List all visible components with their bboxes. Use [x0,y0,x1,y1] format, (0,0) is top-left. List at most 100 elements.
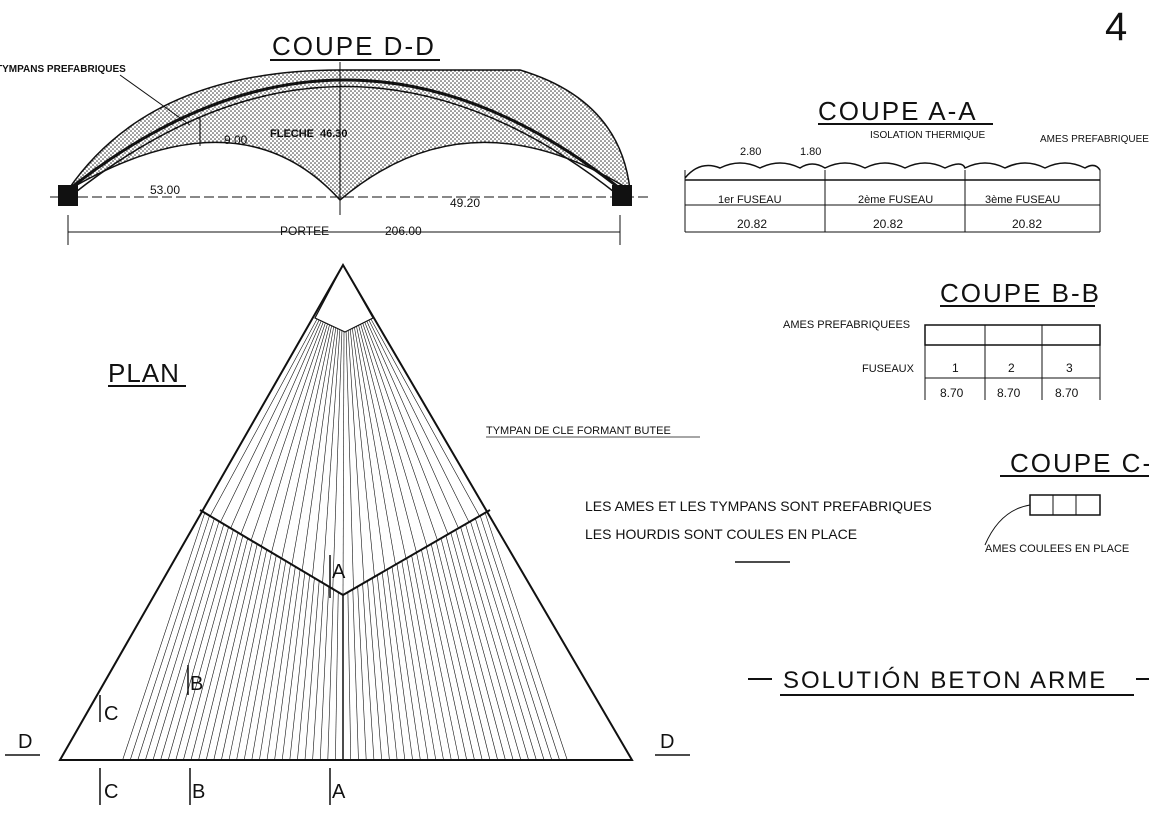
fan-right-line [421,549,468,761]
fan-left-line [145,521,220,761]
page-number: 4 [1105,5,1127,49]
fan-left-line [205,543,258,761]
bb-width-2: 8.70 [997,386,1021,400]
aa-fuseau-2: 2ème FUSEAU [858,194,933,206]
fan-right-line [372,577,390,761]
fan-top-line [250,322,326,541]
cc-box [1029,494,1101,516]
section-dd: COUPE D-D TYMPANS PREFABRIQUES 9.00 FLEC… [0,31,650,245]
solution-title: SOLUTIÓN BETON ARME [783,667,1107,694]
fan-top-line [342,331,345,596]
fan-right-line [445,535,506,761]
fan-left-line [236,555,277,761]
support-left [58,185,78,206]
marker-b-bottom: B [192,781,205,803]
fan-left-line [304,580,320,761]
fan-top-line [322,329,341,583]
fan-left-line [198,541,253,761]
fan-left-line [274,569,301,761]
fan-top-line [332,330,343,589]
marker-b-top: B [190,673,203,695]
fan-top-line [220,319,320,523]
fan-top-line [366,320,459,529]
support-right [612,185,632,206]
marker-c-bottom: C [104,781,118,803]
dim-4920: 49.20 [450,196,480,210]
fan-top-line [347,329,365,583]
dim-280: 2.80 [740,146,761,158]
arch-outer [61,78,629,197]
fan-top-lines [209,318,480,596]
fan-right-line [386,569,413,761]
dim-5300: 53.00 [150,183,180,197]
fan-left-line [312,583,325,761]
label-portee: PORTEE [280,224,329,238]
aa-width-2: 20.82 [873,217,903,231]
fan-top-line [370,318,480,517]
dim-900: 9.00 [224,133,248,147]
fan-top-line [209,318,318,517]
fan-right-line [470,521,545,761]
fan-right-line [367,580,382,761]
fan-top-line [260,323,328,547]
aa-wave-roof [684,162,1101,179]
fan-right-line [377,575,398,761]
fan-right-line [362,583,375,761]
section-aa: COUPE A-A ISOLATION THERMIQUE AMES PREFA… [684,96,1149,233]
fan-right-line [357,586,367,761]
fan-right-line [484,512,568,761]
fan-left-line [259,563,291,761]
fan-top-line [354,326,396,565]
bb-number-2: 2 [1008,361,1015,375]
fan-right-line [396,563,429,761]
fan-right-line [401,560,437,761]
plan-title: PLAN [108,358,180,388]
fan-left-line [160,526,229,761]
note-line-2: LES HOURDIS SONT COULES EN PLACE [585,526,857,542]
label-ames-aa: AMES PREFABRIQUEES [1040,134,1149,145]
fan-right-line [479,515,560,761]
marker-a-bottom: A [332,781,346,803]
fan-top-line [356,325,407,559]
bb-width-1: 8.70 [940,386,964,400]
dim-portee: 206.00 [385,224,422,238]
aa-fuseau-3: 3ème FUSEAU [985,194,1060,206]
marker-d-right: D [660,731,674,753]
fan-top-line [301,327,337,571]
fan-left-line [175,532,239,761]
section-aa-title: COUPE A-A [818,96,978,126]
fan-top-line [364,321,449,535]
fan-right-line [426,546,475,761]
fan-left-line [228,552,272,761]
section-cc-title: COUPE C-C [1010,448,1149,478]
label-tympan-cle: TYMPAN DE CLE FORMANT BUTEE [486,425,671,437]
fan-right-line [450,532,514,761]
fan-right-line [352,589,359,761]
fan-top-line [368,319,470,523]
aa-width-3: 20.82 [1012,217,1042,231]
fan-right-line [460,526,529,761]
fan-top-line [291,326,334,565]
fan-top-line [345,330,354,589]
fan-left-line [167,529,234,761]
section-dd-title: COUPE D-D [272,31,436,61]
fan-left-line [327,589,334,761]
plan-outline [58,263,634,761]
fan-left-line [129,515,210,761]
fan-top-line [362,322,438,541]
fan-top-line [281,325,332,559]
fan-right-line [455,529,522,761]
fan-right-line [411,555,452,761]
fan-left-line [251,560,287,761]
fan-left-line [281,572,306,761]
dim-fleche: 46.30 [320,128,348,140]
fan-left-line [183,535,244,761]
fan-top-line [360,323,428,547]
bb-roof [924,324,1101,346]
section-cc: COUPE C-C AMES COULEES EN PLACE [984,448,1149,555]
label-fuseaux: FUSEAUX [862,363,915,375]
leader-tympans [119,74,191,126]
bb-width-3: 8.70 [1055,386,1079,400]
fan-right-line [435,541,491,761]
fan-top-line [240,321,324,535]
